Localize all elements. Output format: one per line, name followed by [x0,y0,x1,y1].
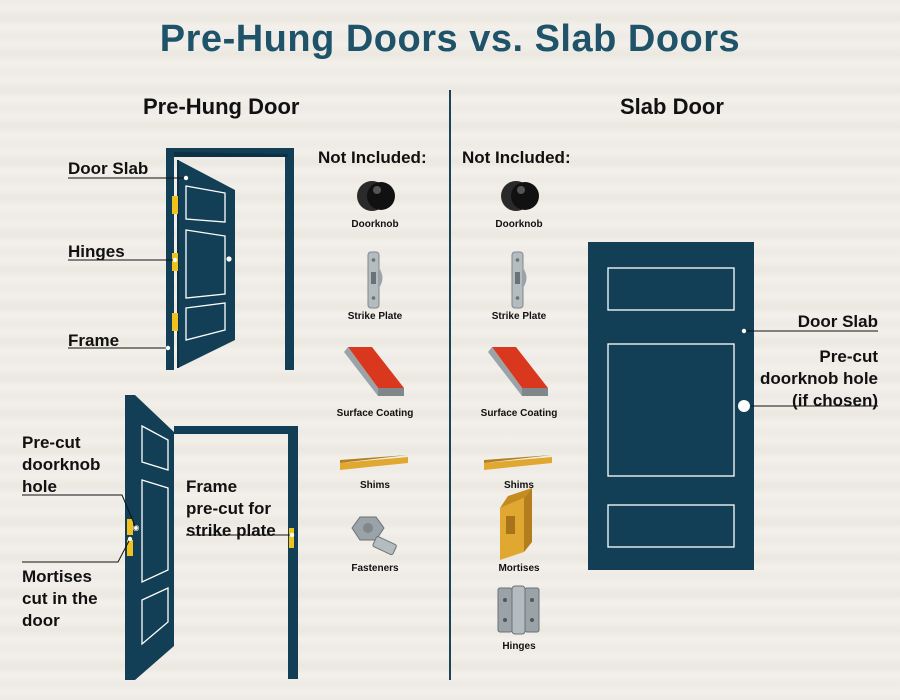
knob-hole [226,256,232,262]
label-mortises: Mortises cut in the door [22,566,98,632]
caption-strike-plate: Strike Plate [347,311,403,322]
label-frame-precut: Frame pre-cut for strike plate [186,476,276,542]
caption-surface-coating: Surface Coating [336,408,414,419]
label-line: hole [22,477,57,496]
label-line: doorknob [22,455,101,474]
fasteners-icon [351,516,397,556]
caption-strike-plate: Strike Plate [491,311,547,322]
label-line: (if chosen) [792,391,878,410]
caption-shims: Shims [503,480,534,491]
label-slab-precut: Pre-cut doorknob hole (if chosen) [760,346,878,412]
door-slab-shape [178,160,235,368]
mortise-1 [127,519,133,535]
center-divider [449,90,451,680]
label-line: strike plate [186,521,276,540]
doorknob-icon [357,181,395,211]
slab-knob-hole [738,400,750,412]
prehung-not-included-icons [340,181,408,556]
bottom-frame-jamb [288,426,298,679]
label-line: doorknob hole [759,369,878,388]
label-frame: Frame [68,331,120,350]
caption-shims: Shims [359,480,390,491]
label-precut-knob-hole: Pre-cut doorknob hole [22,432,100,498]
label-line: door [22,611,60,630]
label-line: Frame [186,477,238,496]
label-hinges: Hinges [68,242,125,261]
surface-coating-icon [488,347,548,396]
hinges-icon [497,585,540,635]
label-line: pre-cut for [186,499,271,518]
mortises-icon [500,488,532,560]
slab-heading: Slab Door [620,94,724,119]
label-line: Mortises [22,567,92,586]
shims-icon [340,455,408,470]
label-line: cut in the [22,589,98,608]
label-slab-door-slab: Door Slab [797,312,878,331]
surface-coating-icon [344,347,404,396]
open-door-shape [135,395,174,680]
strike-plate-icon [511,251,527,309]
hinge-bottom [172,313,178,331]
prehung-door-top [68,148,294,370]
frame-left-jamb [166,152,174,370]
caption-fasteners: Fasteners [351,563,399,574]
caption-mortises: Mortises [498,563,540,574]
slab-door-shape [588,242,754,570]
prehung-heading: Pre-Hung Door [143,94,300,119]
frame-head [166,148,294,157]
label-line: Pre-cut [819,347,878,366]
slab-not-included-icons [484,181,552,635]
doorknob-icon [501,181,539,211]
frame-right-jamb [285,148,294,370]
label-door-slab: Door Slab [68,159,149,178]
caption-hinges: Hinges [502,641,536,652]
caption-surface-coating: Surface Coating [480,408,558,419]
strike-plate-cut [289,528,294,548]
prehung-door-bottom [22,395,298,680]
mortise-2 [127,540,133,556]
slab-not-included-heading: Not Included: [462,148,571,167]
label-line: Pre-cut [22,433,81,452]
caption-doorknob: Doorknob [351,219,399,230]
page-title: Pre-Hung Doors vs. Slab Doors [159,18,741,60]
strike-plate-icon [367,251,383,309]
shims-icon [484,455,552,470]
caption-doorknob: Doorknob [495,219,543,230]
prehung-not-included-heading: Not Included: [318,148,427,167]
slab-door [588,242,878,570]
hinge-top [172,196,178,214]
